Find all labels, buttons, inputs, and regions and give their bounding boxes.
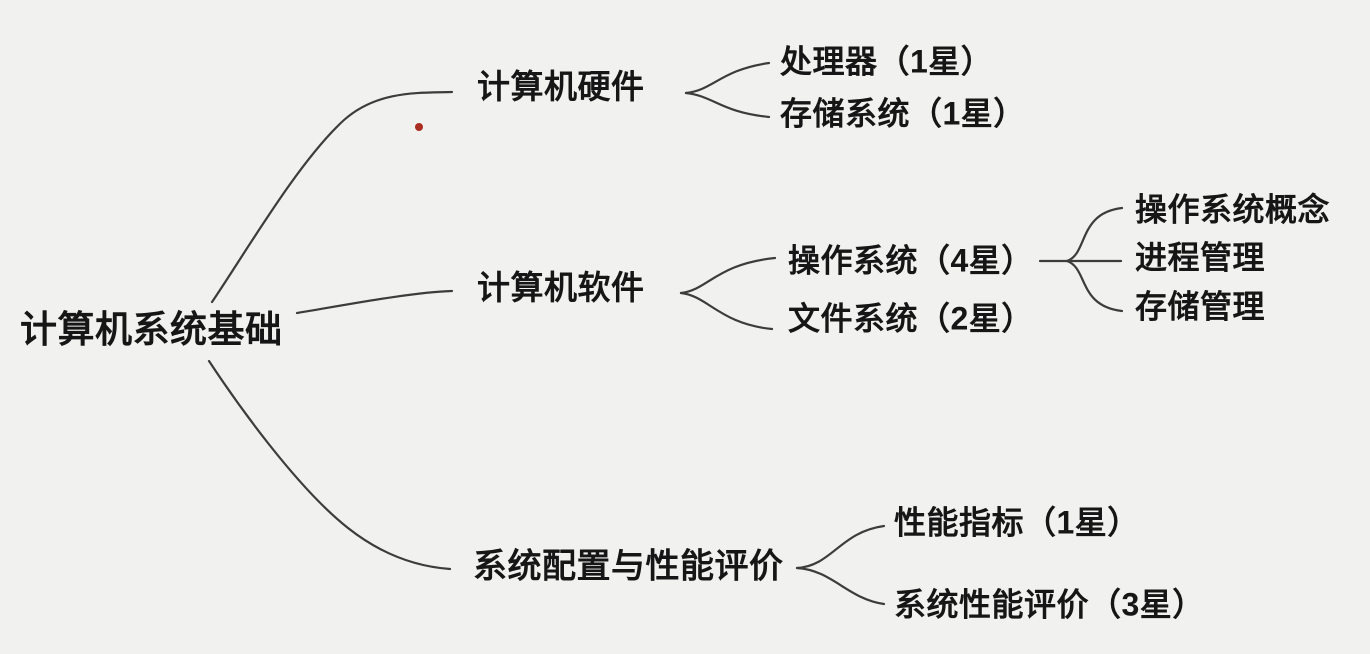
node-storage-system: 存储系统（1星） bbox=[780, 95, 1026, 132]
node-computer-hardware: 计算机硬件 bbox=[477, 67, 645, 105]
node-computer-software: 计算机软件 bbox=[477, 268, 645, 306]
node-operating-system: 操作系统（4星） bbox=[788, 242, 1034, 279]
edge-software-os bbox=[679, 256, 777, 295]
edge-os-storage-management bbox=[1065, 259, 1124, 313]
node-storage-management: 存储管理 bbox=[1135, 288, 1266, 325]
edge-performance-index bbox=[795, 524, 886, 570]
node-processor: 处理器（1星） bbox=[780, 43, 994, 80]
edge-hardware-storage-system bbox=[684, 91, 771, 119]
edge-performance-evaluation bbox=[795, 566, 886, 606]
node-os-concept: 操作系统概念 bbox=[1135, 191, 1331, 228]
edge-root-software bbox=[295, 289, 454, 315]
node-system-performance-evaluation: 系统性能评价（3星） bbox=[894, 586, 1205, 623]
node-file-system: 文件系统（2星） bbox=[788, 300, 1034, 337]
node-root: 计算机系统基础 bbox=[20, 308, 283, 350]
node-system-config-performance: 系统配置与性能评价 bbox=[473, 547, 784, 586]
laser-pointer-dot bbox=[415, 123, 423, 131]
node-performance-index: 性能指标（1星） bbox=[894, 504, 1140, 541]
node-process-management: 进程管理 bbox=[1135, 239, 1266, 276]
edge-os-concept bbox=[1065, 206, 1124, 263]
edge-root-hardware bbox=[210, 90, 454, 304]
edge-hardware-processor bbox=[684, 61, 771, 95]
edge-root-performance bbox=[207, 359, 452, 571]
edge-software-file-system bbox=[679, 291, 774, 331]
